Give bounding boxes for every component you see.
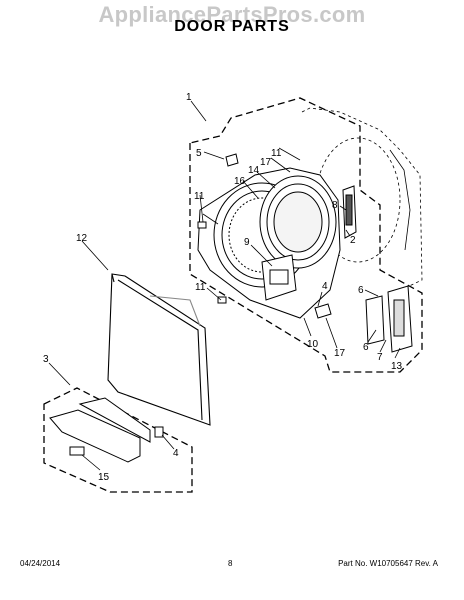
callout-2: 2	[350, 235, 356, 246]
callout-4-top: 4	[322, 281, 328, 292]
hinge-assembly	[365, 285, 413, 353]
callout-6-top: 6	[358, 285, 364, 296]
leader-lines	[48, 100, 401, 471]
clip-parts	[197, 153, 332, 319]
assembly-1-boundary	[189, 97, 423, 373]
page-title: DOOR PARTS	[174, 18, 290, 35]
assembly-3-boundary	[43, 387, 193, 493]
callout-13: 13	[391, 361, 403, 372]
callout-16: 16	[234, 176, 246, 187]
hinge-part	[342, 185, 357, 239]
callout-4-bottom: 4	[173, 448, 179, 459]
door-glass	[259, 175, 337, 269]
callout-15: 15	[98, 472, 110, 483]
handle-assembly	[49, 397, 164, 463]
handle-bracket	[261, 254, 297, 301]
callout-3: 3	[43, 354, 49, 365]
watermark: AppliancePartsPros.com	[98, 2, 366, 27]
callout-11-top: 11	[271, 148, 282, 159]
callout-8: 8	[332, 200, 338, 211]
callout-12: 12	[76, 233, 88, 244]
callout-14: 14	[248, 165, 260, 176]
callout-11-left: 11	[194, 191, 205, 202]
footer-date: 04/24/2014	[20, 559, 61, 568]
footer-page-number: 8	[228, 559, 233, 568]
callout-7: 7	[377, 352, 383, 363]
footer-part-number: Part No. W10705647 Rev. A	[338, 559, 438, 568]
callout-11-bottom: 11	[195, 282, 206, 293]
callout-17-bottom: 17	[334, 348, 346, 359]
callout-9: 9	[244, 237, 250, 248]
callout-1: 1	[186, 92, 192, 103]
callout-17-top: 17	[260, 157, 272, 168]
outer-door-panel	[107, 273, 211, 426]
callout-6-bottom: 6	[363, 342, 369, 353]
callout-10: 10	[307, 339, 319, 350]
callout-5: 5	[196, 148, 202, 159]
